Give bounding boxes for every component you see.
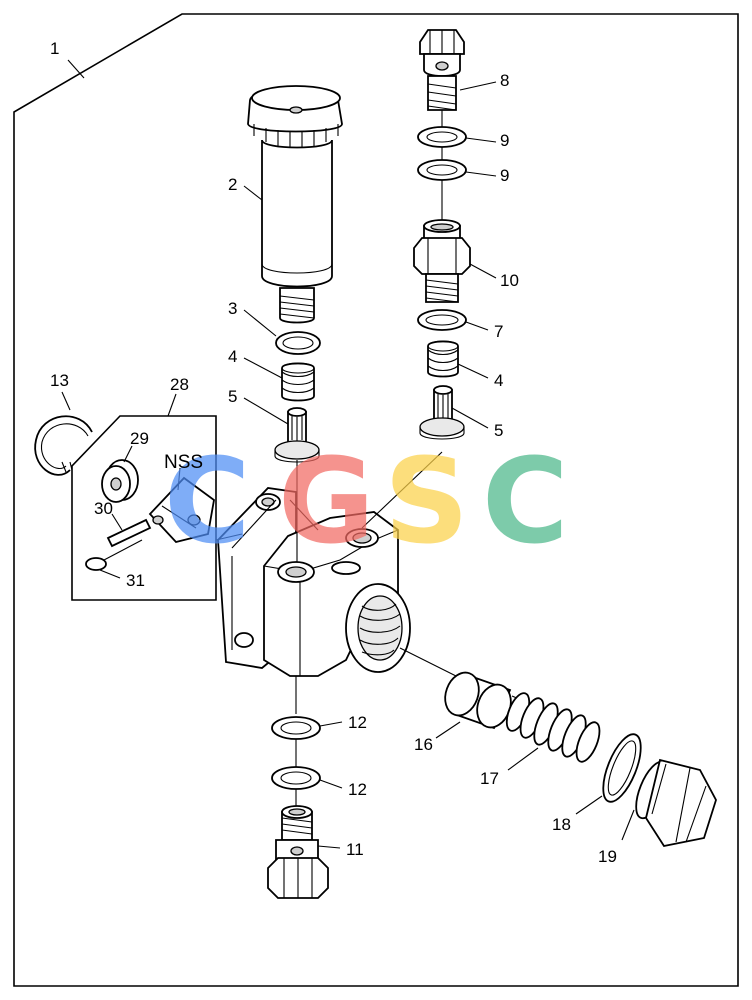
label-1: 1 [50,39,59,58]
watermark: C G S C [164,432,569,570]
detail-box-28 [71,415,217,601]
washer-12-upper-part [271,716,321,740]
washer-3-part [275,331,321,355]
label-31: 31 [126,571,145,590]
snap-ring-13-part [34,415,93,476]
washer-9-upper-part [417,126,467,148]
lever-assembly-part [148,476,215,544]
label-28: 28 [170,375,189,394]
watermark-letter-1: C [164,432,251,570]
label-9-lower: 9 [500,166,509,185]
label-16: 16 [414,735,433,754]
label-30: 30 [94,499,113,518]
washer-12-lower-part [271,766,321,790]
label-17: 17 [480,769,499,788]
watermark-letter-3: S [384,432,469,570]
clip-31-part [85,539,143,571]
piston-16-part [444,671,512,730]
label-9-upper: 9 [500,131,509,150]
label-2: 2 [228,175,237,194]
label-29: 29 [130,429,149,448]
watermark-letter-4: C [482,432,569,570]
diagram-frame [13,13,739,987]
label-13: 13 [50,371,69,390]
label-10: 10 [500,271,519,290]
label-5-right: 5 [494,421,503,440]
plug-bolt-19-part [635,758,717,848]
label-18: 18 [552,815,571,834]
eye-bolt-11-part [267,805,329,899]
connector-10-part [413,219,471,303]
washer-9-lower-part [417,159,467,181]
label-11: 11 [346,840,364,859]
label-nss: NSS [164,452,203,473]
gasket-18-part [602,733,642,803]
leader-1 [67,59,85,79]
pin-30-part [106,518,152,548]
label-4-left: 4 [228,347,237,366]
filter-housing-part [247,85,343,324]
valve-5-right-part [419,385,465,440]
washer-7-part [417,309,467,331]
label-4-right: 4 [494,371,503,390]
label-7: 7 [494,322,503,341]
label-8: 8 [500,71,509,90]
watermark-letter-2: G [278,432,375,570]
label-19: 19 [598,847,617,866]
label-3: 3 [228,299,237,318]
label-12-upper: 12 [348,713,367,732]
pump-body-part [217,487,411,677]
eye-bolt-8-part [419,29,465,111]
roller-29-part [101,459,139,503]
label-5-left: 5 [228,387,237,406]
label-12-lower: 12 [348,780,367,799]
spring-17-part [505,692,601,763]
spring-4-left-part [281,362,315,402]
label-leaders [61,81,635,849]
spring-4-right-part [427,340,459,378]
